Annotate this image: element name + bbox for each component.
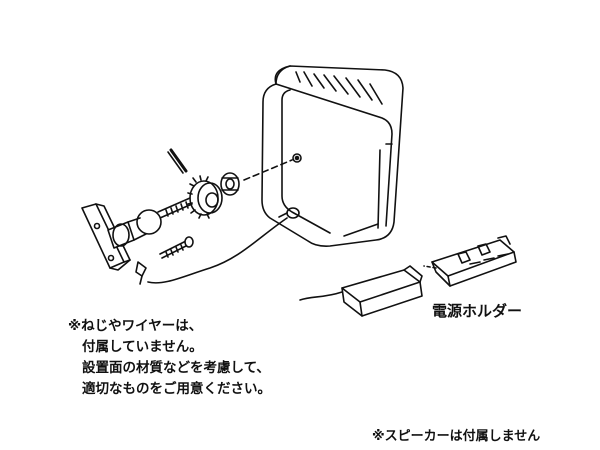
wire-clip <box>135 261 147 285</box>
power-adapter <box>299 265 423 317</box>
ball-joint <box>136 209 162 235</box>
lock-ring <box>187 175 223 219</box>
installation-note: ※ねじやワイヤーは、 付属していません。 設置面の材質などを考慮して、 適切なも… <box>68 316 271 400</box>
note-line-4: 適切なものをご用意ください。 <box>82 381 271 397</box>
power-holder <box>423 235 517 287</box>
power-holder-label: 電源ホルダー <box>432 302 523 320</box>
wall-bracket <box>81 203 147 271</box>
threaded-stud <box>157 197 193 219</box>
note-line-3: 設置面の材質などを考慮して、 <box>82 360 270 376</box>
wire-cable <box>147 217 288 284</box>
nut-washer <box>220 172 240 196</box>
speaker-not-included-note: ※スピーカーは付属しません <box>372 429 541 444</box>
pin-rod <box>169 148 188 173</box>
note-line-2: 付属していません。 <box>82 339 203 355</box>
screw <box>159 236 194 259</box>
speaker-cabinet <box>261 65 404 247</box>
note-line-1: ※ねじやワイヤーは、 <box>68 318 203 334</box>
